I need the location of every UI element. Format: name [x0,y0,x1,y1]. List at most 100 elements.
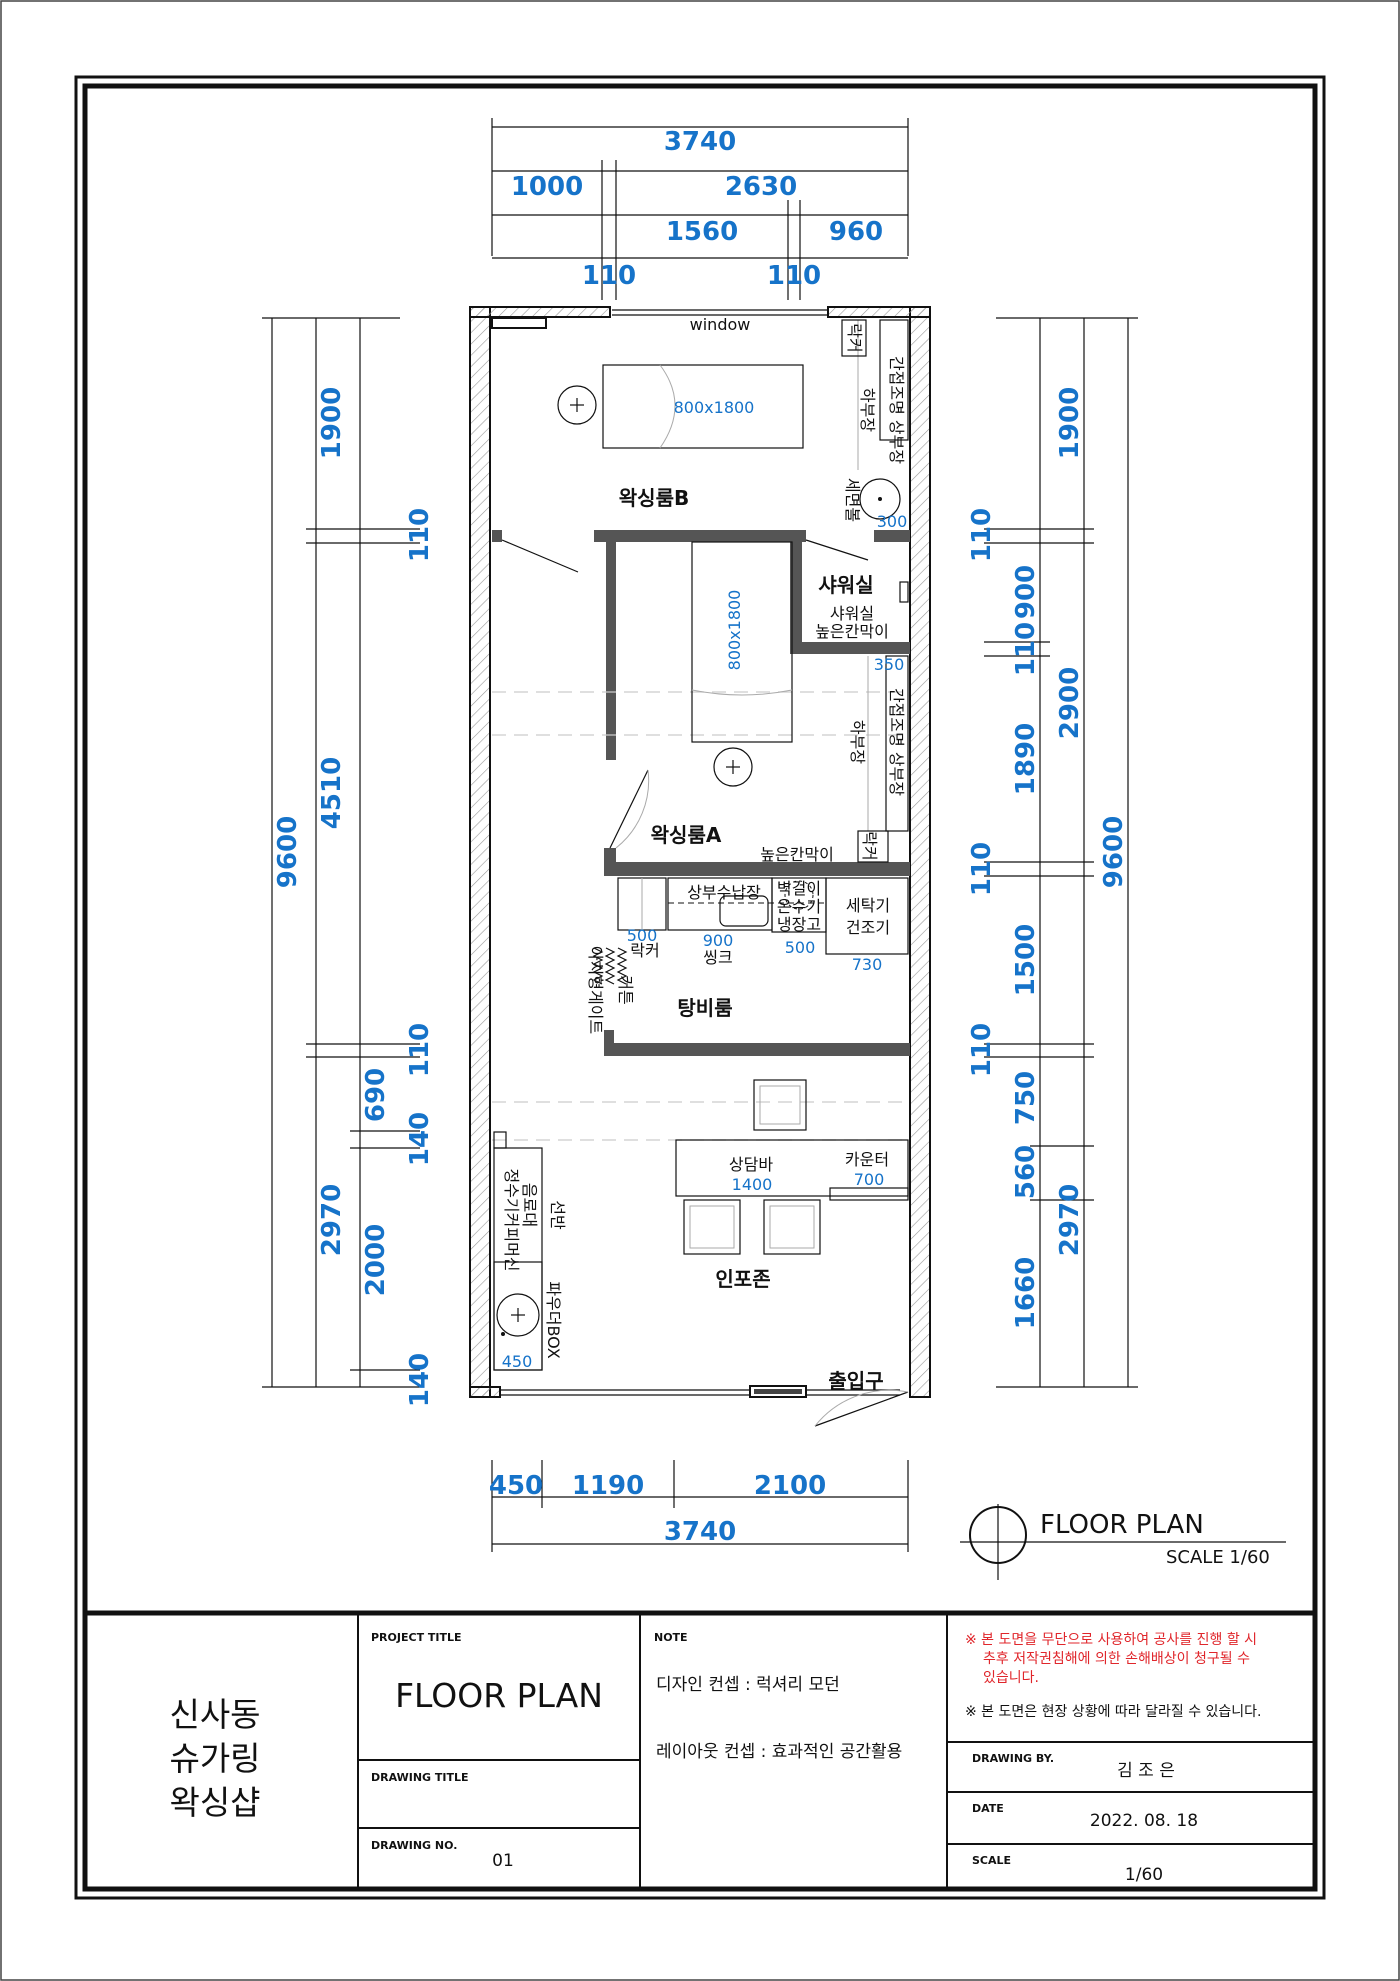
shelf-label: 선반 [548,1200,567,1230]
powder-box-size: 450 [502,1352,533,1371]
locker-low-size: 500 [627,926,658,945]
pantry-label: 탕비룸 [677,996,732,1020]
size-350: 350 [874,655,905,674]
building-walls [469,306,931,1427]
sink-bowl-size: 300 [877,512,908,531]
info-zone-label: 인포존 [715,1267,770,1291]
frame-inner [82,83,1318,1892]
plan-scale: SCALE 1/60 [1166,1547,1270,1568]
drawing-no-label: DRAWING NO. [371,1839,457,1852]
note-design-concept: 디자인 컨셉 : 럭셔리 모던 [656,1675,840,1695]
dim-top-mid: 1560 [666,217,738,247]
dim-right-c: 900 [1011,565,1041,619]
dim-left-d: 110 [405,1023,435,1077]
counter-size: 700 [854,1170,885,1189]
dim-right-total: 9600 [1099,816,1129,888]
powder-box-label: 파우더BOX [544,1281,563,1358]
room-b-label: 왁싱룸B [619,486,689,510]
dim-right-h: 1500 [1011,924,1041,996]
dim-right-k: 560 [1011,1145,1041,1199]
shower-partition-1: 샤워실 [830,604,874,623]
locker-mid: 락커 [860,831,879,860]
locker-top: 락커 [845,323,864,352]
plan-title: FLOOR PLAN [1040,1510,1204,1540]
fridge-label-3: 냉장고 [777,915,821,934]
project-title: FLOOR PLAN [395,1676,603,1715]
high-partition-label: 높은칸막이 [760,845,834,864]
dim-top-gap1: 110 [582,261,636,291]
consult-bar-label: 상담바 [729,1155,773,1174]
indirect-light-top: 간접조명 상부장 [887,356,906,464]
curtain-label-2: 아치형게이트 [586,946,605,1034]
bed-b-size: 800x1800 [674,398,755,417]
note-layout-concept: 레이아웃 컨셉 : 효과적인 공간활용 [656,1742,902,1762]
locker-low-label: 락커 [630,941,659,960]
ceiling-lines [492,691,908,1141]
note-label: NOTE [654,1631,688,1644]
dim-right-m: 1660 [1011,1257,1041,1329]
dim-right-f: 1890 [1011,723,1041,795]
dim-right-b: 110 [967,508,997,562]
dim-right-j: 750 [1011,1071,1041,1125]
warning-line-2: 추후 저작권침해에 의한 손해배상이 청구될 수 [983,1651,1250,1667]
dim-bottom-2: 1190 [572,1471,644,1501]
dimension-lines [262,118,1138,1552]
dim-right-g: 110 [967,842,997,896]
dim-right-l: 2970 [1055,1184,1085,1256]
scale: 1/60 [1125,1865,1163,1885]
drawing-no: 01 [492,1851,514,1871]
upper-storage-label: 상부수납장 [687,883,761,902]
dim-left-g: 140 [405,1112,435,1166]
dim-left-i: 140 [405,1353,435,1407]
consult-bar-size: 1400 [732,1175,773,1194]
project-title-label: PROJECT TITLE [371,1631,462,1644]
dim-left-total: 9600 [273,816,303,888]
shower-partition-2: 높은칸막이 [815,622,889,641]
warning-line-3: 있습니다. [983,1670,1039,1686]
curtain-label-1: 커튼 [616,975,635,1004]
fridge-size: 500 [785,938,816,957]
dim-left-a: 1900 [317,387,347,459]
dim-bottom-total: 3740 [664,1517,736,1547]
dim-right-e: 2900 [1055,667,1085,739]
warning-line-1: ※ 본 도면을 무단으로 사용하여 공사를 진행 할 시 [965,1632,1257,1648]
washer-label-1: 세탁기 [846,896,890,915]
fridge-label-1: 벽걸이 [777,879,821,898]
water-label-2: 음료대 [520,1183,539,1227]
dim-bottom-1: 450 [489,1471,543,1501]
dim-left-b: 110 [405,508,435,562]
fridge-label-2: 온수기 [777,897,821,916]
indirect-light-mid: 간접조명 상부장 [887,688,906,796]
lower-cabinet-top: 하부장 [858,388,877,432]
date: 2022. 08. 18 [1090,1811,1198,1831]
sink-size: 900 [703,931,734,950]
drawing-title-label: DRAWING TITLE [371,1771,469,1784]
dim-right-i: 110 [967,1023,997,1077]
frame-outer [74,75,1326,1900]
dim-left-c: 4510 [317,757,347,829]
dim-top-right: 2630 [725,172,797,202]
dim-left-e: 2970 [317,1184,347,1256]
drawing-by: 김 조 은 [1117,1761,1175,1781]
bed-a-size: 800x1800 [725,590,744,671]
window-label: window [690,315,751,334]
client-name-2: 슈가링 [169,1739,260,1778]
client-name-1: 신사동 [169,1695,260,1734]
dim-bottom-3: 2100 [754,1471,826,1501]
dim-left-f: 690 [361,1068,391,1122]
furniture [493,319,1286,1580]
drawing-by-label: DRAWING BY. [972,1752,1054,1765]
dim-right-a: 1900 [1055,387,1085,459]
date-label: DATE [972,1802,1004,1815]
sink-bowl-label: 세면볼 [843,478,862,522]
shower-label: 샤워실 [818,573,873,597]
site-notice: ※ 본 도면은 현장 상황에 따라 달라질 수 있습니다. [965,1704,1262,1720]
washer-label-2: 건조기 [846,918,890,937]
dim-top-end: 960 [829,217,883,247]
sink-label: 씽크 [703,948,732,967]
doors [501,539,869,849]
dim-right-d: 110 [1011,622,1041,676]
lower-cabinet-mid: 하부장 [848,720,867,764]
